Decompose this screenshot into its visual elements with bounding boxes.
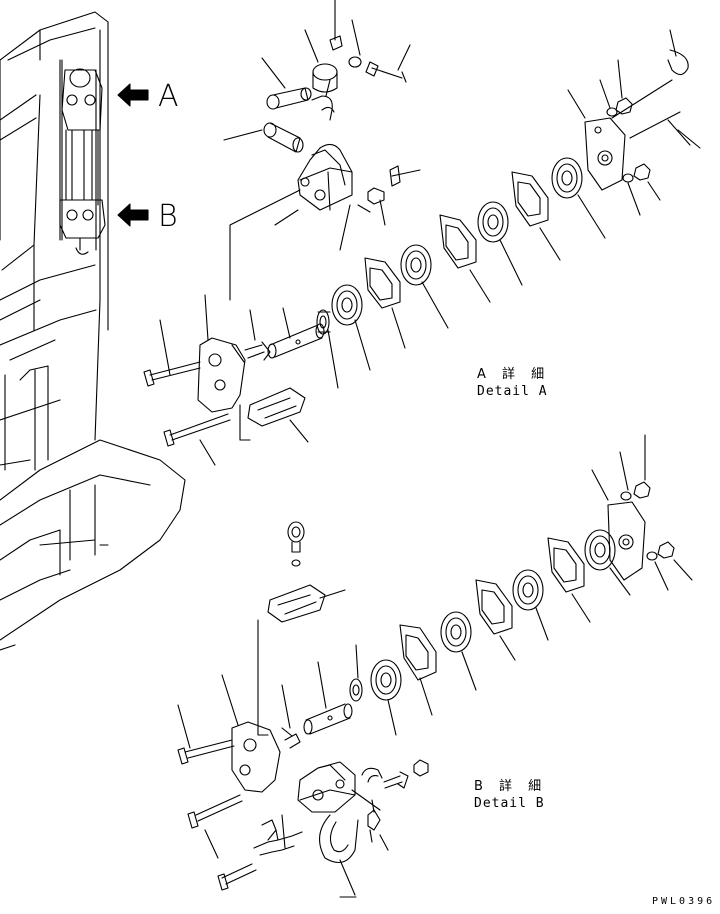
mast-overview (0, 12, 185, 650)
callout-label-b: B (158, 199, 178, 234)
callout-arrow-a-icon (118, 84, 148, 106)
callout-arrow-b-icon (118, 204, 148, 226)
detail-b-title-jp: B 詳 細 (474, 779, 548, 794)
callout-label-a: A (158, 79, 179, 114)
detail-a-title-en: Detail A (477, 384, 548, 399)
drawing-code: PWL0396 (652, 896, 716, 907)
detail-b-title-en: Detail B (474, 796, 545, 811)
detail-a-title-jp: A 詳 細 (477, 367, 551, 382)
detail-a-assembly (144, 0, 700, 465)
detail-b-assembly (178, 435, 692, 895)
